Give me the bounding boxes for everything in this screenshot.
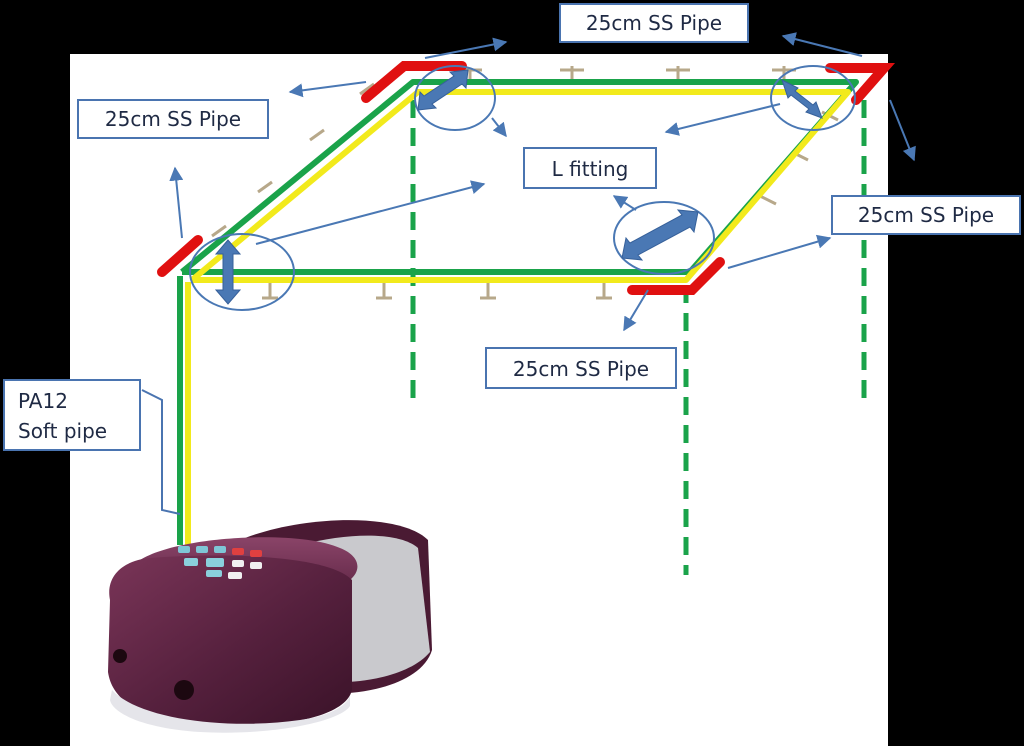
fitting-circle-back-right [770, 65, 856, 131]
label-l-fitting-text: L fitting [552, 157, 629, 181]
nozzle-icon [359, 82, 375, 96]
arrow-lfit-frontright [612, 195, 637, 211]
arrow-top-label [424, 37, 508, 59]
pointer-arrows [169, 32, 916, 332]
frame-green-outer [180, 79, 859, 275]
label-pa12: PA12 Soft pipe [3, 379, 141, 451]
frame-yellow-inner [190, 89, 851, 283]
pump-base-trim [110, 690, 350, 733]
double-arrow-icon [781, 79, 823, 119]
ss-pipe-segments [157, 61, 896, 295]
double-arrow-icon [417, 69, 469, 111]
label-pipe-bottom: 25cm SS Pipe [485, 347, 677, 389]
arrow-right-label [727, 234, 832, 269]
ss-pipe-front-left [157, 235, 203, 277]
label-pa12-line1: PA12 [18, 389, 68, 413]
label-pipe-right: 25cm SS Pipe [831, 195, 1021, 235]
nozzle-icon [257, 180, 273, 194]
label-pipe-bottom-text: 25cm SS Pipe [513, 357, 649, 381]
pump-port-right [174, 680, 194, 700]
label-l-fitting: L fitting [523, 147, 657, 189]
pump-port-left [113, 649, 127, 663]
fitting-circle-back-left [414, 65, 496, 131]
fitting-circle-front-left [189, 233, 295, 311]
label-pa12-line2: Soft pipe [18, 419, 107, 443]
label-pipe-top: 25cm SS Pipe [559, 3, 749, 43]
ss-pipe-back-right [825, 63, 896, 105]
label-pipe-left: 25cm SS Pipe [77, 99, 269, 139]
fitting-circle-front-right [613, 201, 715, 275]
label-pipe-top-text: 25cm SS Pipe [586, 11, 722, 35]
ss-pipe-back-left [361, 61, 467, 103]
double-arrows [214, 69, 823, 305]
pa12-bracket [141, 389, 181, 515]
dashed-legs [410, 100, 867, 575]
l-fitting-circles [189, 65, 856, 311]
nozzle-icon [211, 224, 227, 238]
arrow-lfit-left [255, 180, 486, 245]
pump-front-body [108, 555, 352, 726]
pump-control-panel [178, 546, 262, 579]
pipe-frame [177, 79, 859, 545]
double-arrow-icon [214, 239, 242, 305]
arrow-top-right-label [781, 32, 863, 57]
arrow-lfit-backright [664, 103, 781, 136]
arrow-bottom-label [623, 289, 649, 332]
arrow-top-left [288, 81, 367, 98]
ss-pipe-front-right [627, 257, 725, 295]
nozzle-icon [309, 128, 325, 142]
arrow-left-label [169, 166, 184, 239]
nozzle-icon [759, 194, 777, 206]
air-pump-icon [108, 520, 432, 733]
arrow-lfit-backleft [491, 117, 507, 138]
label-pipe-right-text: 25cm SS Pipe [858, 203, 994, 227]
double-arrow-icon [621, 209, 699, 261]
label-pipe-left-text: 25cm SS Pipe [105, 107, 241, 131]
arrow-right-corner [889, 99, 916, 162]
